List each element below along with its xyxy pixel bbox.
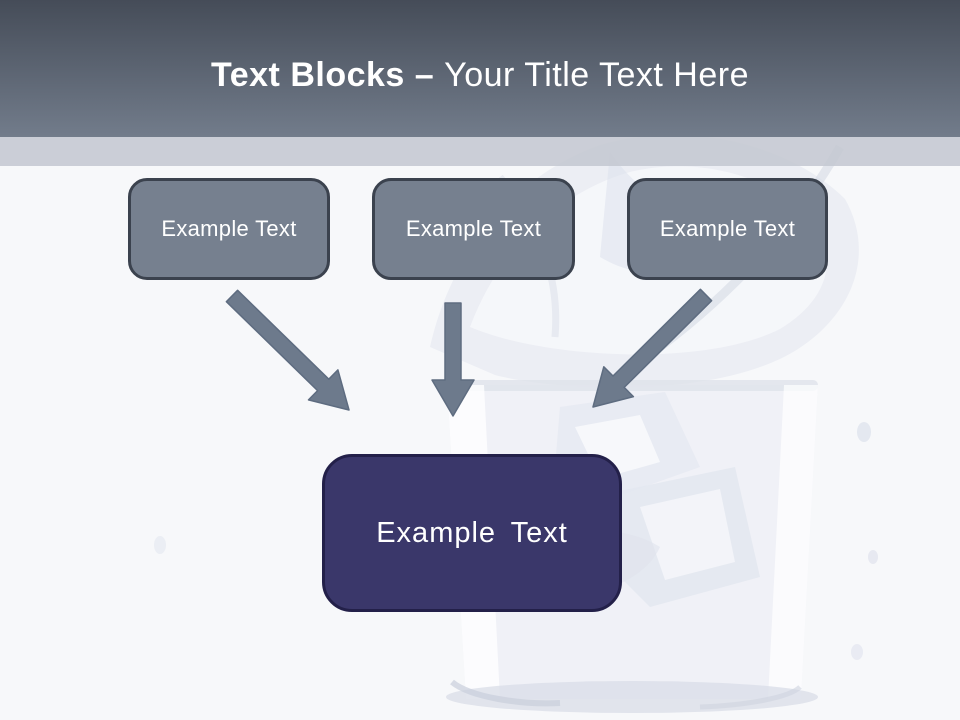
slide-header: Text Blocks –Your Title Text Here — [0, 0, 960, 137]
text-block-top-1[interactable]: Example Text — [128, 178, 330, 280]
text-block-top-2-label: Example Text — [405, 216, 542, 241]
slide-content: Example Text Example Text Example Text E… — [0, 137, 960, 720]
slide-title: Text Blocks –Your Title Text Here — [211, 42, 749, 95]
text-block-top-3-label: Example Text — [659, 216, 796, 241]
text-block-center[interactable]: Example Text — [322, 454, 622, 612]
slide-title-bold: Text Blocks – — [210, 56, 435, 94]
arrow-down[interactable] — [431, 302, 475, 417]
arrow-down-right[interactable] — [225, 289, 350, 411]
divider-band — [0, 137, 960, 166]
text-block-center-label: Example Text — [376, 516, 568, 549]
connector-arrows — [225, 288, 713, 417]
text-block-top-1-label: Example Text — [161, 216, 297, 241]
text-block-top-3[interactable]: Example Text — [627, 178, 828, 280]
text-block-top-2[interactable]: Example Text — [372, 178, 575, 280]
arrow-down-left[interactable] — [592, 288, 713, 408]
slide-title-regular: Your Title Text Here — [444, 56, 749, 94]
